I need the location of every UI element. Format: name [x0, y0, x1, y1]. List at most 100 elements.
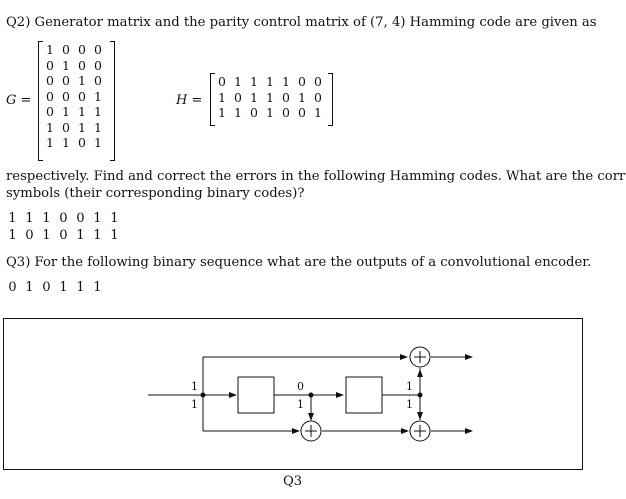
matrix-cell: 1 [94, 135, 102, 150]
bit: 1 [8, 211, 17, 226]
matrix-cell: 0 [234, 89, 242, 105]
label-right-top: 1 [406, 380, 413, 393]
h-label: H = [176, 93, 203, 108]
bit: 1 [42, 211, 51, 226]
label-in-top: 1 [191, 380, 198, 393]
matrix-cell: 0 [78, 135, 86, 150]
matrix-cell: 0 [250, 105, 258, 120]
matrix-cell: 0 [46, 104, 54, 119]
matrix-cell: 1 [266, 74, 274, 89]
matrix-cell: 0 [62, 73, 70, 88]
matrix-cell: 0 [314, 89, 322, 105]
q2-text-line1: respectively. Find and correct the error… [6, 169, 626, 184]
g-right-bracket [110, 41, 115, 161]
matrix-cell: 1 [46, 119, 54, 135]
junction-dot-right [417, 392, 423, 398]
bit: 1 [42, 228, 51, 243]
bit: 1 [8, 228, 17, 243]
bit: 1 [59, 280, 68, 295]
bit: 0 [76, 211, 85, 226]
matrix-cell: 0 [298, 105, 306, 120]
bit: 0 [59, 228, 68, 243]
matrix-cell: 0 [62, 119, 70, 135]
bit: 0 [8, 280, 17, 295]
matrix-cell: 0 [46, 57, 54, 73]
matrix-cell: 1 [78, 73, 86, 88]
matrix-cell: 1 [94, 88, 102, 104]
matrix-cell: 1 [250, 89, 258, 105]
bottom-right-adder [409, 420, 431, 442]
matrix-cell: 1 [94, 104, 102, 119]
bit: 1 [76, 228, 85, 243]
label-right-bot: 1 [406, 398, 413, 411]
matrix-cell: 1 [314, 105, 322, 120]
matrix-cell: 0 [78, 57, 86, 73]
matrix-cell: 1 [282, 74, 290, 89]
h-right-bracket [328, 73, 333, 126]
matrix-cell: 1 [234, 105, 242, 120]
matrix-cell: 1 [250, 74, 258, 89]
matrix-cell: 1 [266, 105, 274, 120]
label-in-bot: 1 [191, 398, 198, 411]
bit: 0 [59, 211, 68, 226]
matrix-cell: 0 [62, 88, 70, 104]
top-adder [409, 346, 431, 368]
q2-intro: Q2) Generator matrix and the parity cont… [6, 15, 597, 30]
matrix-cell: 0 [78, 42, 86, 57]
matrix-cell: 1 [234, 74, 242, 89]
matrix-cell: 0 [78, 88, 86, 104]
matrix-cell: 1 [78, 119, 86, 135]
bit: 1 [25, 211, 34, 226]
g-left-bracket [38, 41, 43, 161]
bit: 1 [76, 280, 85, 295]
matrix-cell: 1 [46, 42, 54, 57]
register-1 [237, 376, 275, 414]
matrix-cell: 1 [218, 105, 226, 120]
bit: 1 [110, 211, 119, 226]
register-2 [345, 376, 383, 414]
q3-question: Q3) For the following binary sequence wh… [6, 255, 592, 270]
matrix-cell: 0 [46, 73, 54, 88]
label-mid-bot: 1 [297, 398, 304, 411]
matrix-cell: 0 [94, 57, 102, 73]
bottom-mid-adder [300, 420, 322, 442]
label-mid-top: 0 [297, 380, 304, 393]
matrix-cell: 0 [62, 42, 70, 57]
matrix-cell: 1 [62, 57, 70, 73]
matrix-cell: 0 [94, 73, 102, 88]
matrix-cell: 0 [46, 88, 54, 104]
bit: 1 [93, 280, 102, 295]
matrix-cell: 1 [218, 89, 226, 105]
figure-caption: Q3 [283, 474, 303, 489]
h-left-bracket [210, 73, 215, 126]
bit: 1 [93, 211, 102, 226]
matrix-cell: 1 [78, 104, 86, 119]
matrix-cell: 0 [282, 105, 290, 120]
matrix-cell: 0 [298, 74, 306, 89]
g-label: G = [6, 93, 32, 108]
q2-text-line2: symbols (their corresponding binary code… [6, 186, 305, 201]
bit: 0 [42, 280, 51, 295]
bit: 1 [110, 228, 119, 243]
matrix-cell: 1 [62, 104, 70, 119]
matrix-cell: 1 [94, 119, 102, 135]
matrix-cell: 1 [266, 89, 274, 105]
matrix-cell: 1 [62, 135, 70, 150]
matrix-cell: 0 [94, 42, 102, 57]
matrix-cell: 1 [298, 89, 306, 105]
